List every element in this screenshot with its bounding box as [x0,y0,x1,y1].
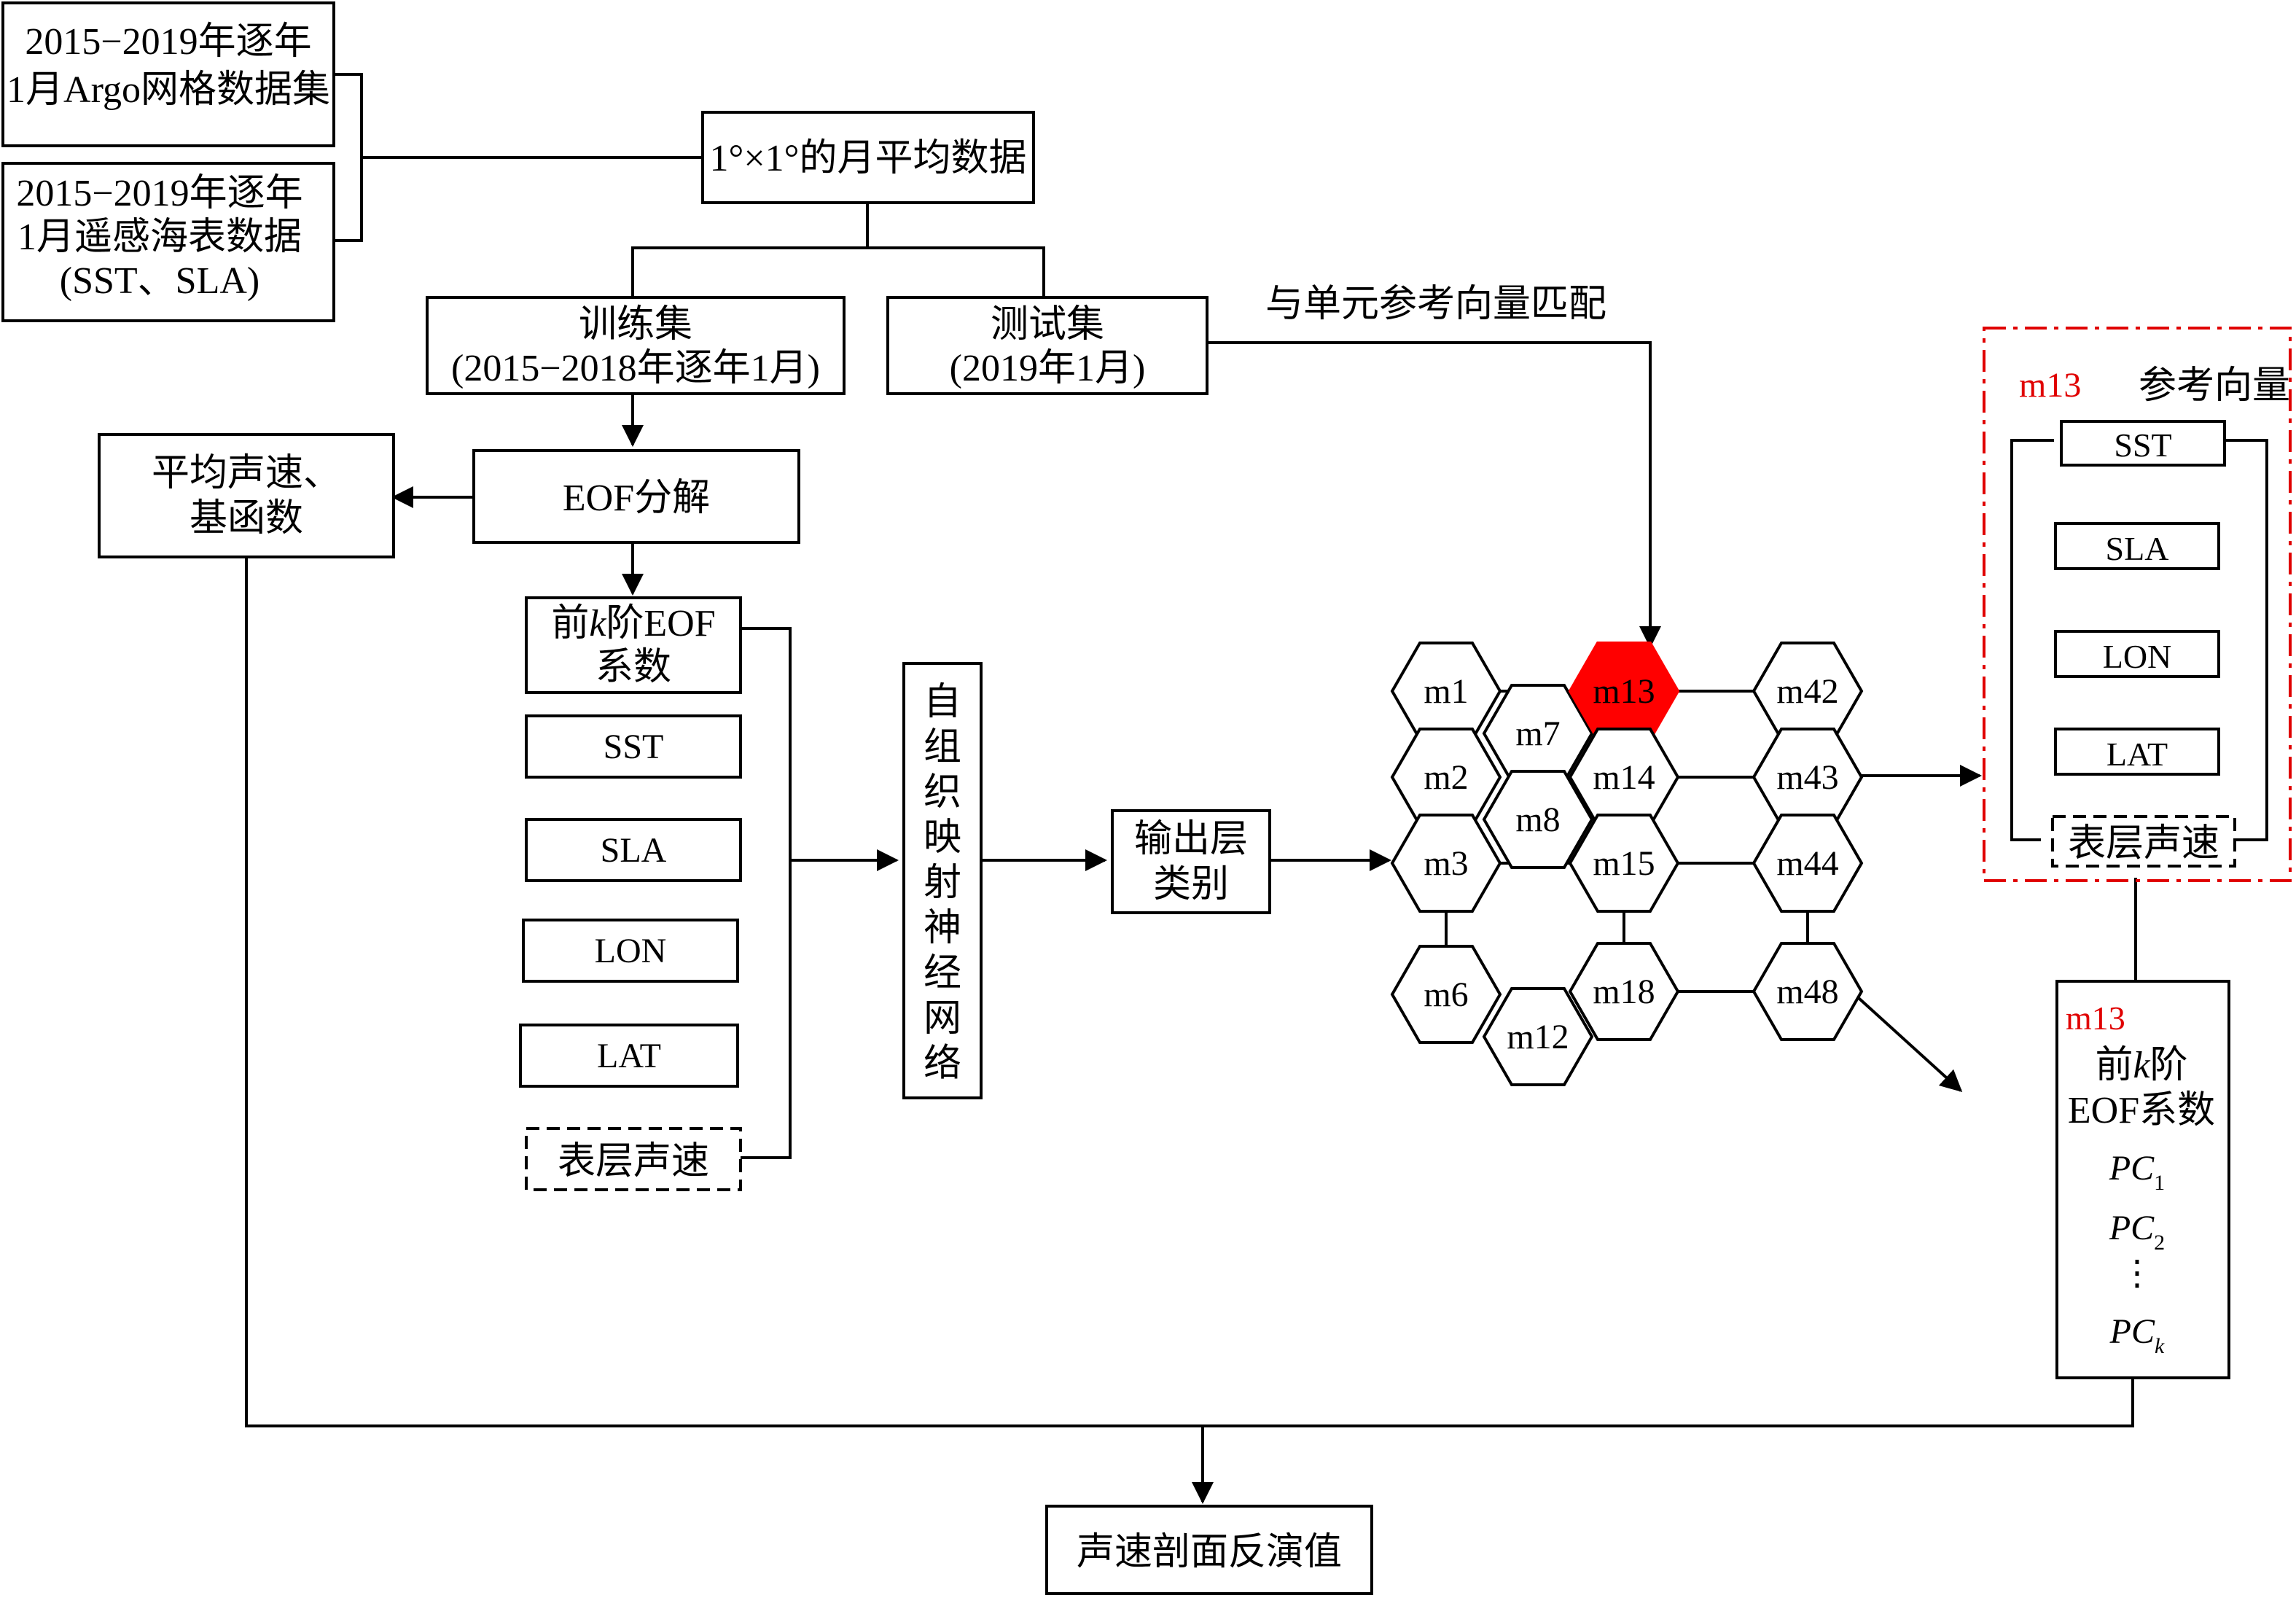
mean-basis-line2: 基函数 [190,498,303,539]
som-char: 织 [924,772,961,814]
som-char: 网 [924,998,961,1040]
pc-coefficient-panel [2055,980,2230,1379]
pc-item: PC1 [2109,1149,2165,1195]
neuron-m3 [1390,814,1502,913]
pc-item: ⋮ [2120,1254,2155,1293]
feature-lon-box [522,919,739,983]
ref-panel-id: m13 [2019,366,2081,405]
feature-sla-box [525,818,742,882]
training-set-box [426,296,846,395]
eof-decomposition-label: EOF分解 [563,478,710,519]
pc-item: PCk [2109,1312,2165,1358]
surface-speed-box [525,1127,742,1191]
neuron-m44 [1752,814,1864,913]
result-label: 声速剖面反演值 [1077,1532,1342,1573]
remote-line3: (SST、SLA) [60,260,259,302]
neuron-label-m2: m2 [1424,758,1468,797]
test-set-box [886,296,1208,395]
neuron-label-m12: m12 [1507,1018,1569,1056]
argo-dataset-box [1,1,335,147]
argo-line1: 2015−2019年逐年 [25,21,311,63]
som-char: 经 [924,953,961,994]
remote-sensing-box [1,162,335,322]
neuron-label-m18: m18 [1593,973,1655,1011]
monthly-average-label: 1°×1°的月平均数据 [710,138,1027,179]
remote-line1: 2015−2019年逐年 [16,173,302,214]
match-label: 与单元参考向量匹配 [1265,284,1606,325]
neuron-label-m43: m43 [1776,758,1838,797]
remote-line2: 1月遥感海表数据 [17,217,302,258]
reference-vector-panel [1983,327,2292,882]
eof-decomposition-box [472,449,800,544]
pc-panel-line1: 前k阶 [2095,1045,2187,1086]
som-neuron-grid: m1 m2 m3 m6 m7 m8 m12 m13 m14 m15 m18 m42 m43 m44 m48 [1390,642,1864,1086]
eof-coef-box [525,596,742,694]
som-char: 组 [924,727,961,768]
feature-lat-label: LAT [597,1037,661,1075]
pc-panel-line2: EOF系数 [2068,1090,2215,1131]
mean-basis-line1: 平均声速、 [152,453,341,494]
mean-basis-box [98,433,395,558]
ref-surface-label: 表层声速 [2068,823,2219,865]
neuron-label-m6: m6 [1424,975,1468,1014]
connectors [245,73,2268,1504]
neuron-label-m7: m7 [1515,714,1560,753]
neuron-m48 [1752,942,1864,1041]
pc-panel-id: m13 [2066,999,2125,1037]
som-char: 络 [924,1043,961,1085]
ref-lon-label: LON [2103,638,2172,675]
training-set-range: (2015−2018年逐年1月) [451,348,820,389]
training-set-title: 训练集 [579,304,692,346]
test-set-range: (2019年1月) [950,348,1146,389]
feature-sla-label: SLA [601,831,667,870]
output-layer-line2: 类别 [1153,864,1229,905]
ref-sla-box [2054,522,2220,570]
neuron-label-m42: m42 [1776,672,1838,711]
feature-lat-box [519,1024,739,1088]
output-layer-box [1111,809,1271,914]
neuron-m8 [1482,770,1594,869]
ref-lat-label: LAT [2106,736,2168,773]
neuron-label-m3: m3 [1424,844,1468,883]
ref-panel-title: 参考向量 [2139,365,2290,407]
neuron-label-m14: m14 [1593,758,1655,797]
feature-sst-label: SST [604,728,664,766]
ref-lon-box [2054,630,2220,678]
neuron-label-m48: m48 [1776,973,1838,1011]
neuron-label-m1: m1 [1424,672,1468,711]
neuron-label-m8: m8 [1515,800,1560,839]
neuron-label-m15: m15 [1593,844,1655,883]
monthly-average-box [701,111,1035,204]
ref-surface-box [2051,815,2236,868]
som-char: 射 [924,862,961,904]
pc-item: PC2 [2109,1209,2165,1255]
ref-sst-box [2060,420,2226,467]
ref-lat-box [2054,728,2220,776]
eof-coef-line1: 前k阶EOF [551,603,715,644]
ref-sla-label: SLA [2106,530,2169,567]
output-layer-line1: 输出层 [1134,819,1248,860]
neuron-m6 [1390,945,1502,1044]
neuron-m12 [1482,987,1594,1086]
ref-sst-label: SST [2114,426,2171,464]
argo-line2: 1月Argo网格数据集 [7,69,330,111]
surface-speed-label: 表层声速 [558,1141,709,1182]
test-set-title: 测试集 [991,304,1104,346]
som-char: 自 [924,682,961,723]
som-char: 神 [924,908,961,949]
som-network-box [902,662,983,1099]
neuron-label-m13: m13 [1593,672,1655,711]
som-char: 映 [924,817,961,859]
feature-sst-box [525,714,742,779]
neuron-label-m44: m44 [1776,844,1838,883]
feature-lon-label: LON [595,932,667,970]
neuron-m15 [1568,814,1680,913]
neuron-m18 [1568,942,1680,1041]
eof-coef-line2: 系数 [596,647,671,688]
result-box [1045,1505,1373,1595]
